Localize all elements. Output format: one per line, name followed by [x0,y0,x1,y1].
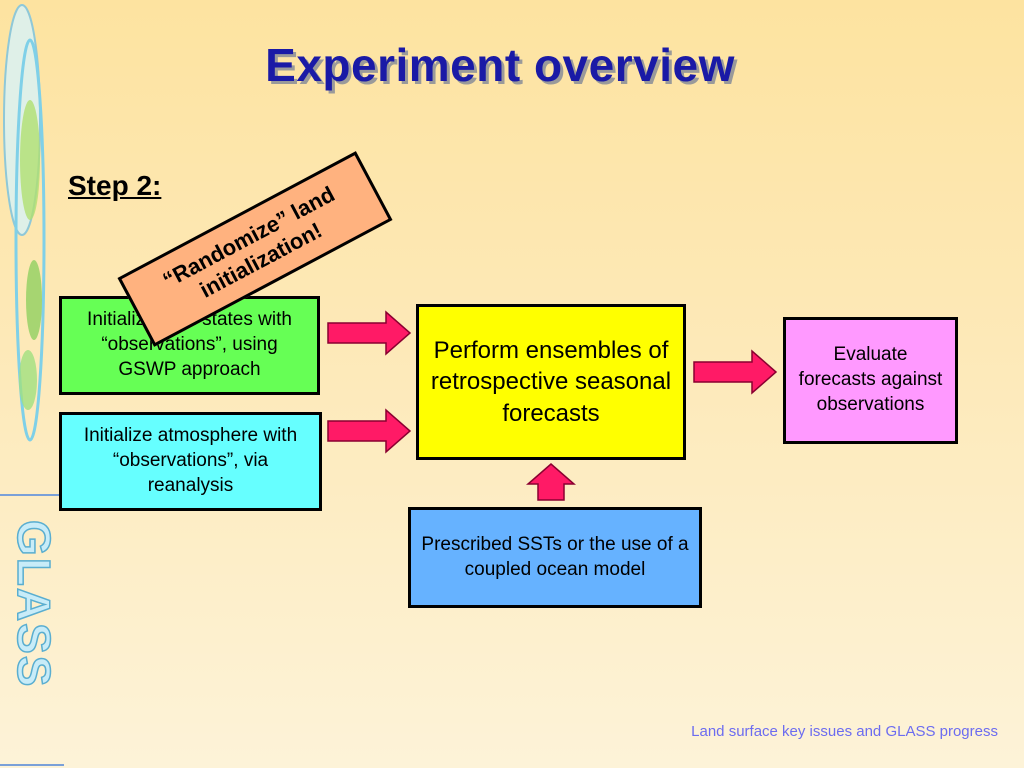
footer-text: Land surface key issues and GLASS progre… [691,723,998,740]
atmosphere-init-box: Initialize atmosphere with “observations… [59,412,322,511]
glass-logo-strip: GLASS [0,4,64,766]
atmosphere-init-text: Initialize atmosphere with “observations… [83,425,298,496]
ensemble-forecast-box: Perform ensembles of retrospective seaso… [416,304,686,460]
sst-box: Prescribed SSTs or the use of a coupled … [408,507,702,608]
step-label: Step 2: [68,170,162,201]
evaluate-text: Evaluate forecasts against observations [798,344,943,415]
ensemble-forecast-text: Perform ensembles of retrospective seaso… [430,337,672,427]
arrow-atmo-to-ensemble [327,408,412,454]
sst-text: Prescribed SSTs or the use of a coupled … [421,533,689,580]
arrow-land-to-ensemble [327,310,412,356]
slide-title: Experiment overview [265,39,735,91]
evaluate-box: Evaluate forecasts against observations [783,317,958,444]
glass-logo-text: GLASS [8,520,60,688]
arrow-ensemble-to-evaluate [693,349,778,395]
arrow-sst-to-ensemble [525,463,577,501]
